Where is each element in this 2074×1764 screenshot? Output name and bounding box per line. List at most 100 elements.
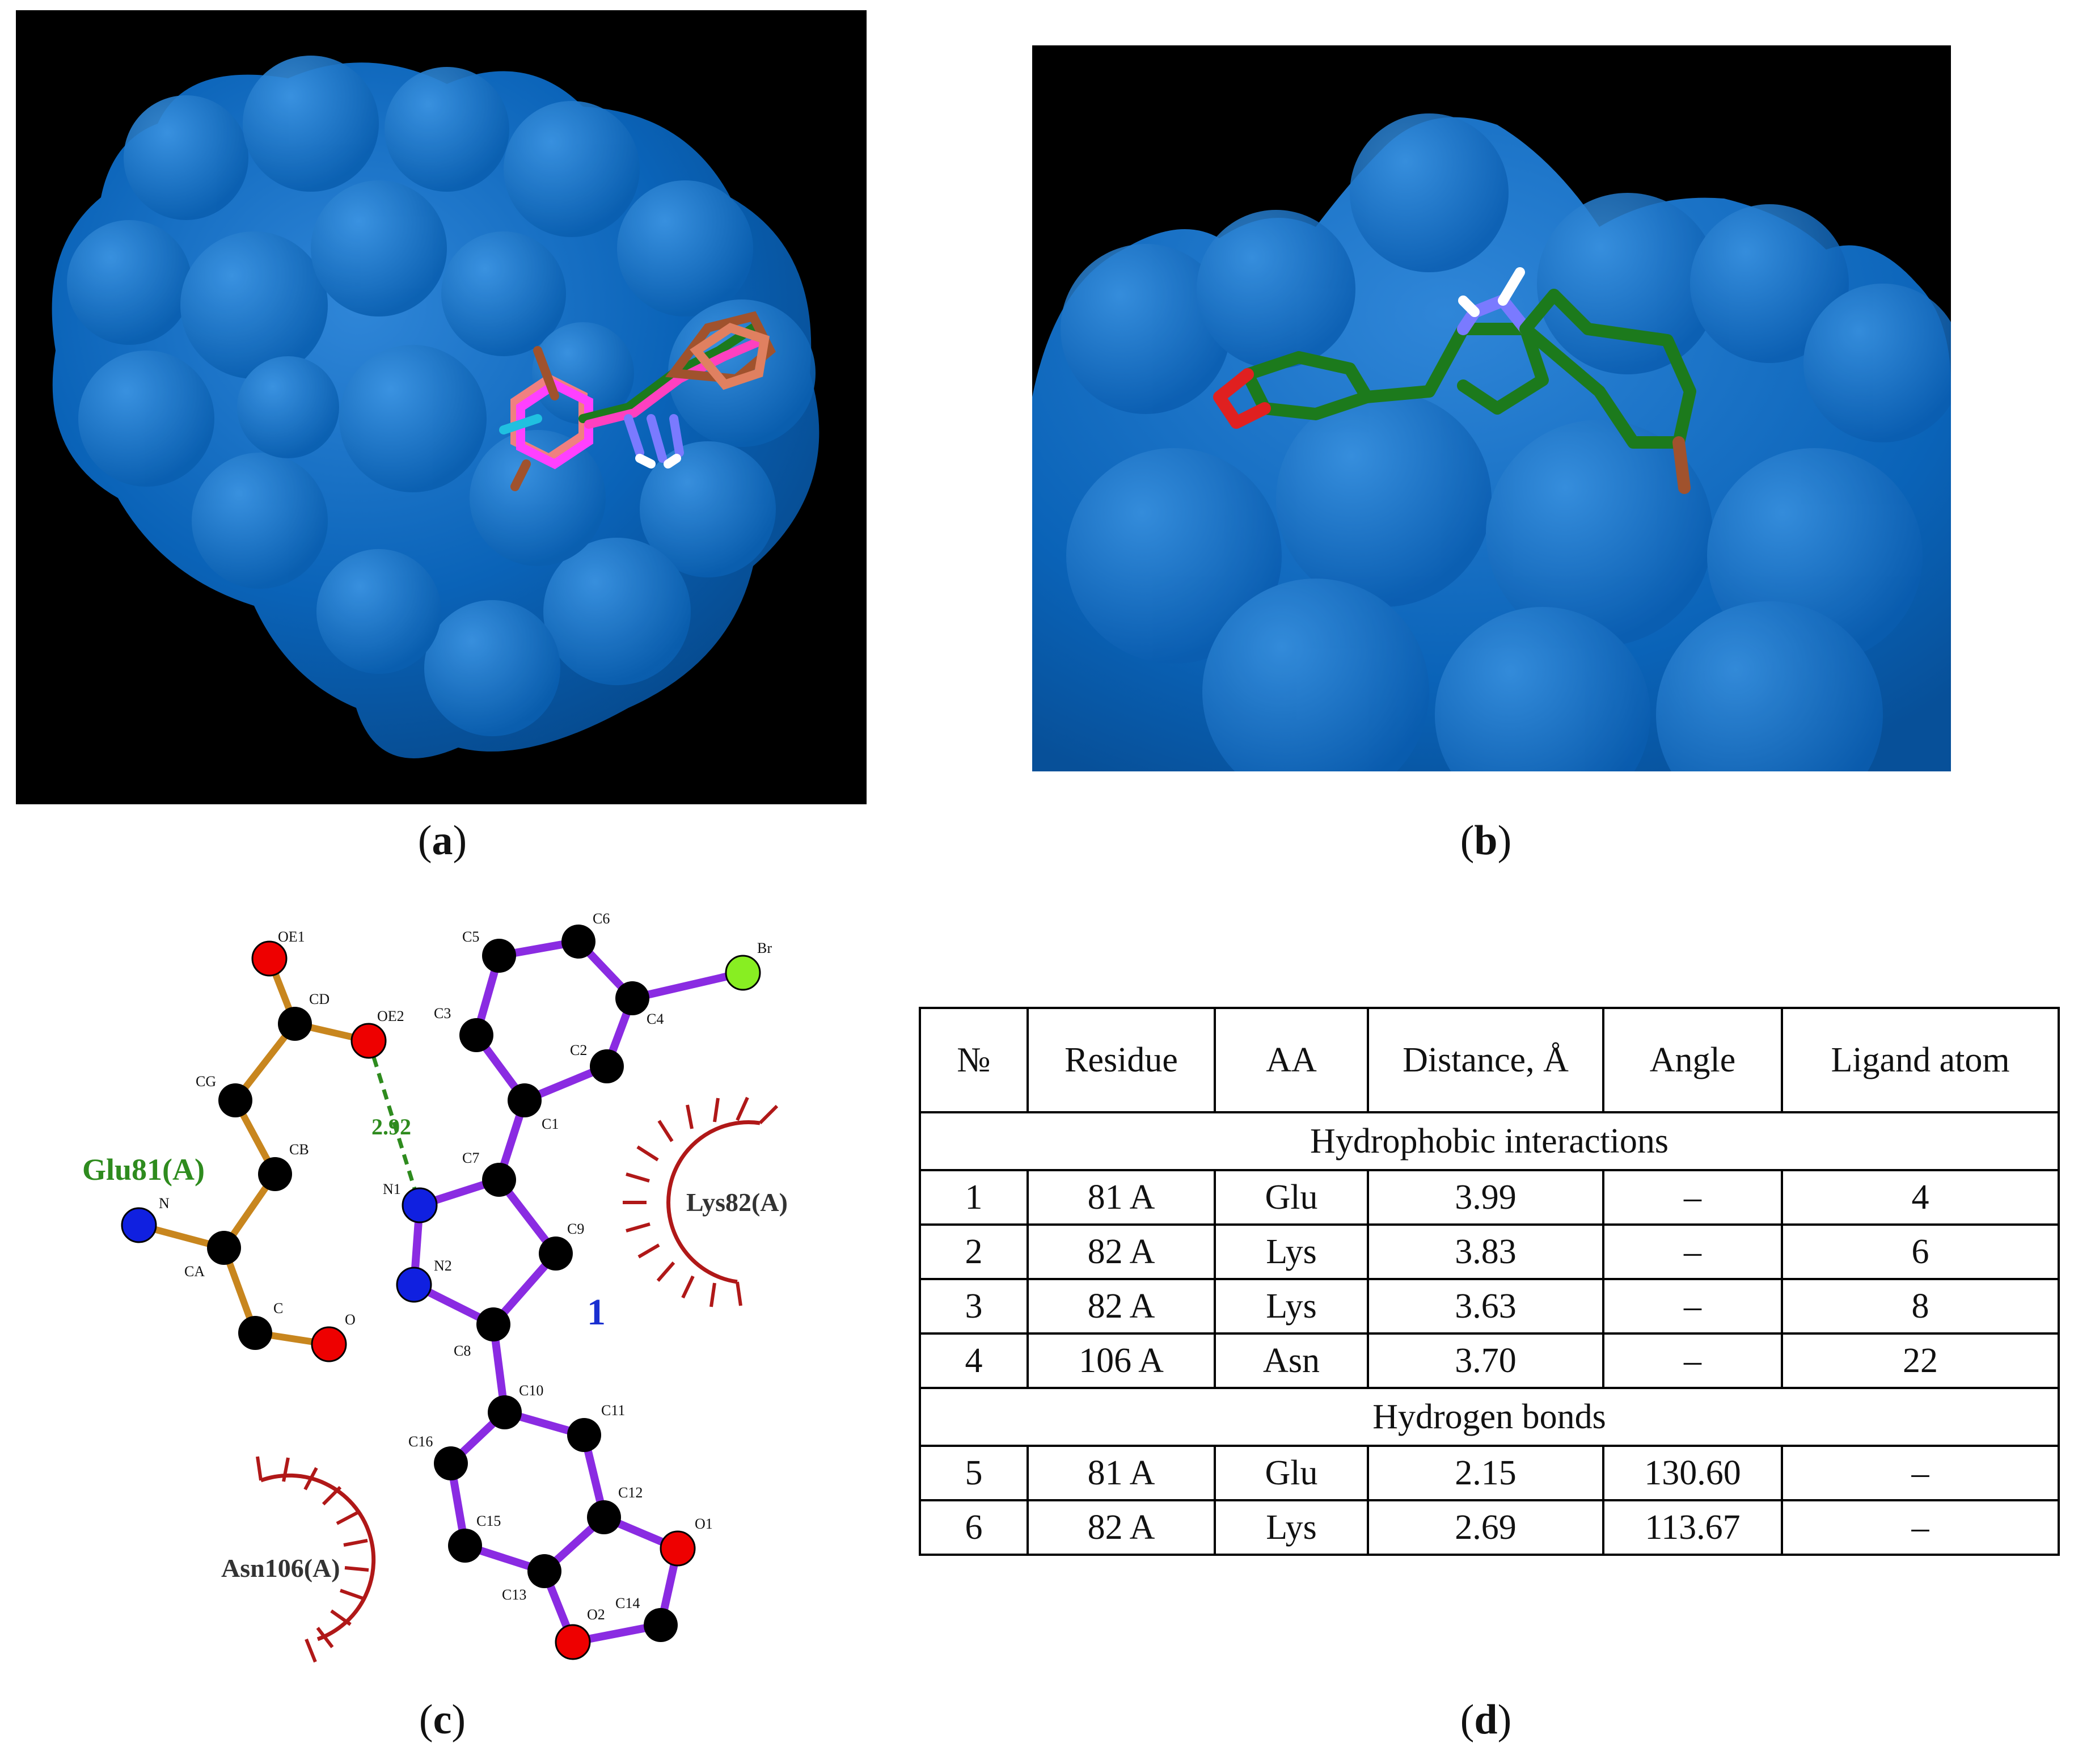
- atom-N: [121, 1207, 157, 1243]
- atom-C9: [539, 1237, 573, 1271]
- atom-N1: [402, 1187, 438, 1223]
- panel-a-render: [16, 10, 867, 804]
- label-C10: C10: [519, 1382, 543, 1399]
- label-C16: C16: [408, 1433, 433, 1450]
- table-cell: 82 A: [1027, 1499, 1216, 1556]
- caption-a: (a): [417, 817, 467, 864]
- header-aa: AA: [1214, 1007, 1369, 1113]
- label-N1: N1: [383, 1181, 401, 1197]
- atom-CA: [207, 1231, 241, 1265]
- label-CB: CB: [289, 1141, 309, 1158]
- label-C13: C13: [502, 1586, 526, 1603]
- label-CD: CD: [309, 991, 330, 1007]
- caption-a-letter: a: [432, 817, 453, 864]
- atom-C7: [482, 1163, 516, 1197]
- atom-C3: [459, 1018, 493, 1052]
- table-cell: 113.67: [1602, 1499, 1783, 1556]
- label-C: C: [273, 1300, 283, 1316]
- label-C14: C14: [615, 1595, 640, 1611]
- table-cell: 81 A: [1027, 1445, 1216, 1501]
- table-section-row: Hydrophobic interactions: [919, 1111, 2060, 1171]
- label-O1: O1: [695, 1516, 713, 1532]
- label-C2: C2: [570, 1042, 587, 1058]
- table-cell: –: [1602, 1332, 1783, 1389]
- table-cell: Lys: [1214, 1499, 1369, 1556]
- table-section-row: Hydrogen bonds: [919, 1387, 2060, 1447]
- residue-label-lys82: Lys82(A): [686, 1188, 788, 1217]
- label-OE2: OE2: [377, 1008, 404, 1024]
- header-distance: Distance, Å: [1367, 1007, 1604, 1113]
- table-cell: 5: [919, 1445, 1029, 1501]
- header-ligand-atom: Ligand atom: [1781, 1007, 2060, 1113]
- table-cell: 4: [1781, 1169, 2060, 1226]
- label-OE1: OE1: [278, 929, 305, 945]
- table-cell: 1: [919, 1169, 1029, 1226]
- panel-b-render: [1032, 45, 1962, 828]
- atom-C16: [434, 1446, 468, 1480]
- atom-CD: [278, 1007, 312, 1041]
- atom-CB: [258, 1157, 292, 1191]
- label-C8: C8: [454, 1343, 471, 1359]
- table-cell: Glu: [1214, 1169, 1369, 1226]
- label-C5: C5: [462, 929, 479, 945]
- header-angle: Angle: [1602, 1007, 1783, 1113]
- table-cell: 82 A: [1027, 1278, 1216, 1335]
- caption-b-letter: b: [1474, 817, 1498, 864]
- table-cell: –: [1602, 1278, 1783, 1335]
- caption-b: (b): [1460, 817, 1512, 864]
- table-cell: 3: [919, 1278, 1029, 1335]
- table-cell: 81 A: [1027, 1169, 1216, 1226]
- label-CG: CG: [196, 1073, 216, 1090]
- ligand-number: 1: [587, 1292, 606, 1333]
- label-O2: O2: [587, 1606, 605, 1623]
- table-cell: 2.15: [1367, 1445, 1604, 1501]
- atoms: [121, 925, 761, 1660]
- table-cell: 8: [1781, 1278, 2060, 1335]
- label-CA: CA: [184, 1263, 205, 1280]
- table-cell: 106 A: [1027, 1332, 1216, 1389]
- label-C1: C1: [542, 1116, 559, 1132]
- table-cell: Lys: [1214, 1223, 1369, 1280]
- atom-O2: [555, 1624, 591, 1660]
- table-cell: 82 A: [1027, 1223, 1216, 1280]
- table-header-row: № Residue AA Distance, Å Angle Ligand at…: [919, 1007, 2060, 1113]
- atom-C12: [587, 1500, 621, 1534]
- residue-label-glu81: Glu81(A): [82, 1153, 205, 1187]
- label-C7: C7: [462, 1150, 479, 1166]
- table-cell: Glu: [1214, 1445, 1369, 1501]
- atom-CG: [218, 1083, 252, 1117]
- table-cell: 3.83: [1367, 1223, 1604, 1280]
- table-cell: –: [1602, 1223, 1783, 1280]
- residue-label-asn106: Asn106(A): [221, 1554, 340, 1582]
- hbond-distance-label: 2.92: [371, 1114, 411, 1140]
- table-cell: 130.60: [1602, 1445, 1783, 1501]
- atom-C2: [590, 1049, 624, 1083]
- atom-Br: [725, 955, 761, 991]
- table-cell: –: [1602, 1169, 1783, 1226]
- label-N2: N2: [434, 1257, 452, 1274]
- atom-O: [311, 1326, 347, 1362]
- table-cell: –: [1781, 1499, 2060, 1556]
- table-cell: Lys: [1214, 1278, 1369, 1335]
- label-C15: C15: [476, 1513, 501, 1529]
- header-residue: Residue: [1027, 1007, 1216, 1113]
- panel-c-ligplot: 2.92: [0, 885, 907, 1690]
- label-C11: C11: [601, 1402, 625, 1419]
- caption-c-letter: c: [433, 1697, 452, 1743]
- atom-N2: [396, 1267, 432, 1303]
- atom-C14: [644, 1608, 678, 1642]
- label-C4: C4: [647, 1011, 664, 1027]
- atom-labels: OE1 CD OE2 CG CB N CA C O C5 C6 Br C4 C3…: [159, 910, 772, 1623]
- interactions-table: № Residue AA Distance, Å Angle Ligand at…: [919, 1007, 2060, 1556]
- docked-ligands-overlay: [499, 311, 776, 491]
- label-Br: Br: [757, 940, 772, 956]
- label-O: O: [345, 1311, 356, 1328]
- atom-C: [238, 1316, 272, 1350]
- hydrogen-bond-dash: [366, 1040, 422, 1206]
- table-cell: 6: [1781, 1223, 2060, 1280]
